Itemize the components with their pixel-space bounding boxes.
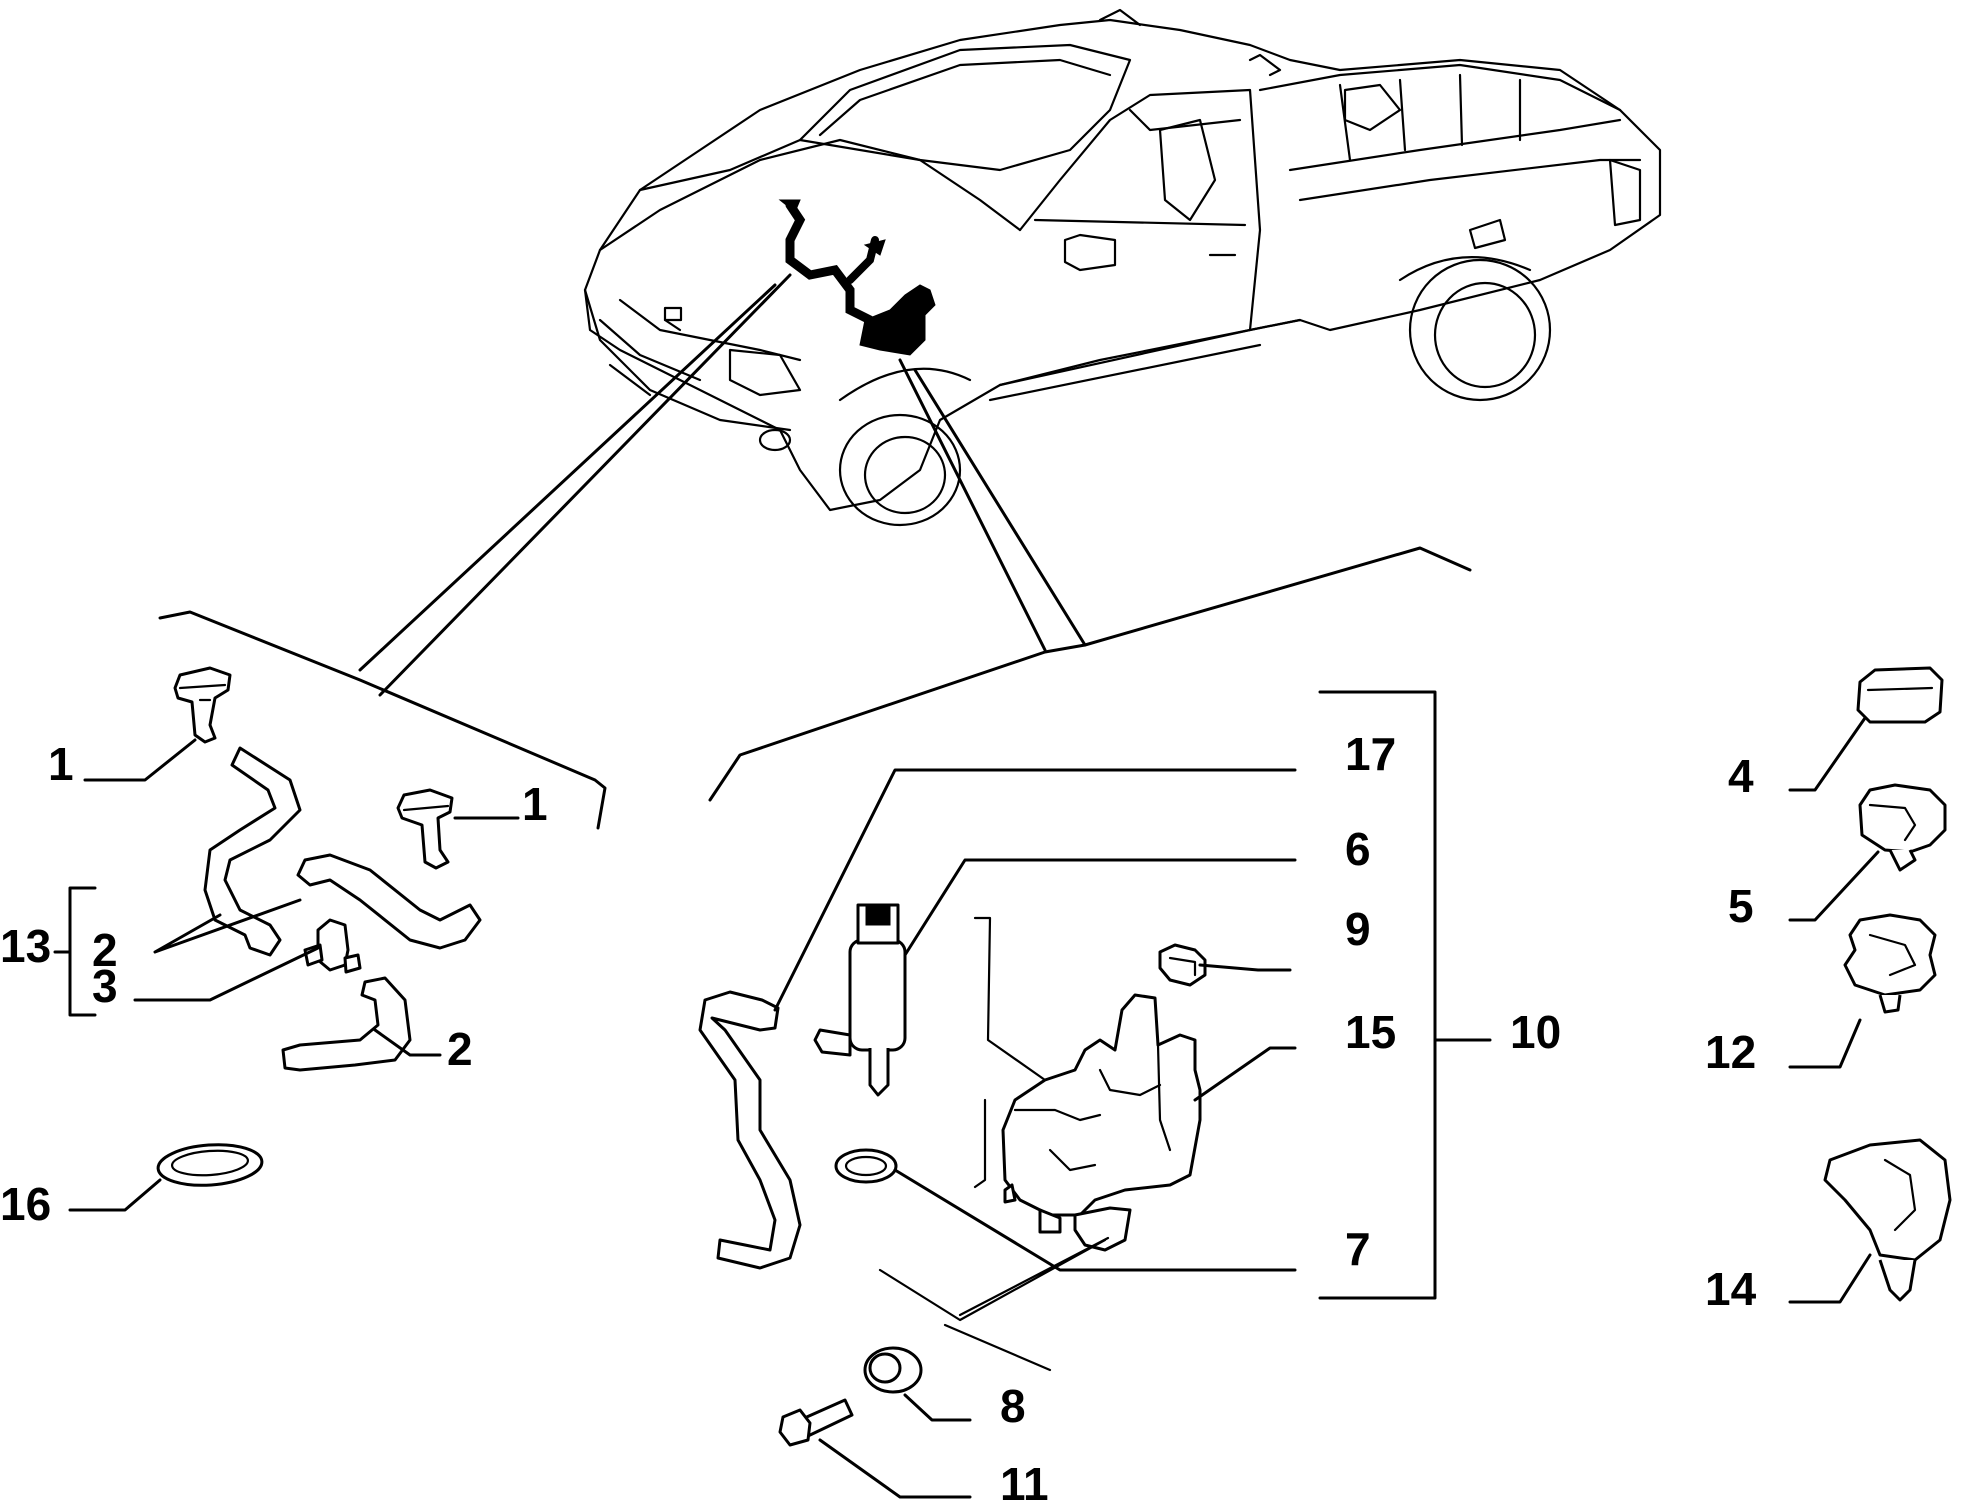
callout-7: 7 — [1345, 1223, 1371, 1275]
callout-6: 6 — [1345, 823, 1371, 875]
callout-5: 5 — [1728, 880, 1754, 932]
washer-reservoir-tank — [1001, 993, 1202, 1252]
callout-17: 17 — [1345, 728, 1396, 780]
washer-hose-upper — [203, 746, 302, 957]
hose-clip — [1843, 913, 1937, 1014]
plug-grommet — [1856, 666, 1944, 724]
rubber-bush — [863, 1346, 923, 1394]
callout-13: 13 — [0, 920, 51, 972]
vehicle-illustration — [583, 8, 1662, 527]
washer-nozzle-left — [173, 666, 232, 744]
callout-15: 15 — [1345, 1006, 1396, 1058]
push-clip — [1823, 1138, 1952, 1302]
callout-3: 3 — [92, 960, 118, 1012]
fixing-leader-lines — [878, 1236, 1110, 1372]
callout-10: 10 — [1510, 1006, 1561, 1058]
washer-hose-middle — [296, 853, 482, 950]
callout-16: 16 — [0, 1178, 51, 1230]
washer-nozzle-right — [396, 788, 454, 870]
delivery-pipe — [698, 990, 802, 1270]
callout-1-left: 1 — [48, 738, 74, 790]
callout-14: 14 — [1705, 1263, 1757, 1315]
washer-reservoir-on-vehicle — [859, 284, 936, 356]
callout-8: 8 — [1000, 1380, 1026, 1432]
washer-hose-lower — [281, 976, 412, 1072]
t-connector — [303, 918, 362, 974]
left-group-bracket — [158, 610, 607, 830]
right-group-bracket — [708, 546, 1472, 802]
retaining-clip — [1858, 783, 1947, 872]
tank-bracket-lines — [973, 916, 1047, 1189]
callout-leaders — [53, 690, 1880, 1499]
callout-1-right: 1 — [522, 778, 548, 830]
vehicle-leader-lines — [358, 273, 1087, 697]
washer-pump — [813, 903, 907, 1097]
grommet-oval — [156, 1143, 264, 1187]
callout-labels: 1 1 2 3 13 2 16 17 6 9 15 10 7 8 11 4 5 … — [0, 728, 1757, 1502]
filler-cap — [1158, 943, 1207, 987]
callout-2-pair: 2 — [92, 924, 118, 976]
callout-12: 12 — [1705, 1026, 1756, 1078]
callout-9: 9 — [1345, 903, 1371, 955]
callout-4: 4 — [1728, 750, 1754, 802]
fixing-screw — [778, 1398, 854, 1447]
callout-11: 11 — [1000, 1458, 1049, 1502]
seal-ring — [834, 1148, 898, 1184]
callout-2-lower: 2 — [447, 1023, 473, 1075]
washer-hose-on-vehicle — [778, 199, 886, 325]
